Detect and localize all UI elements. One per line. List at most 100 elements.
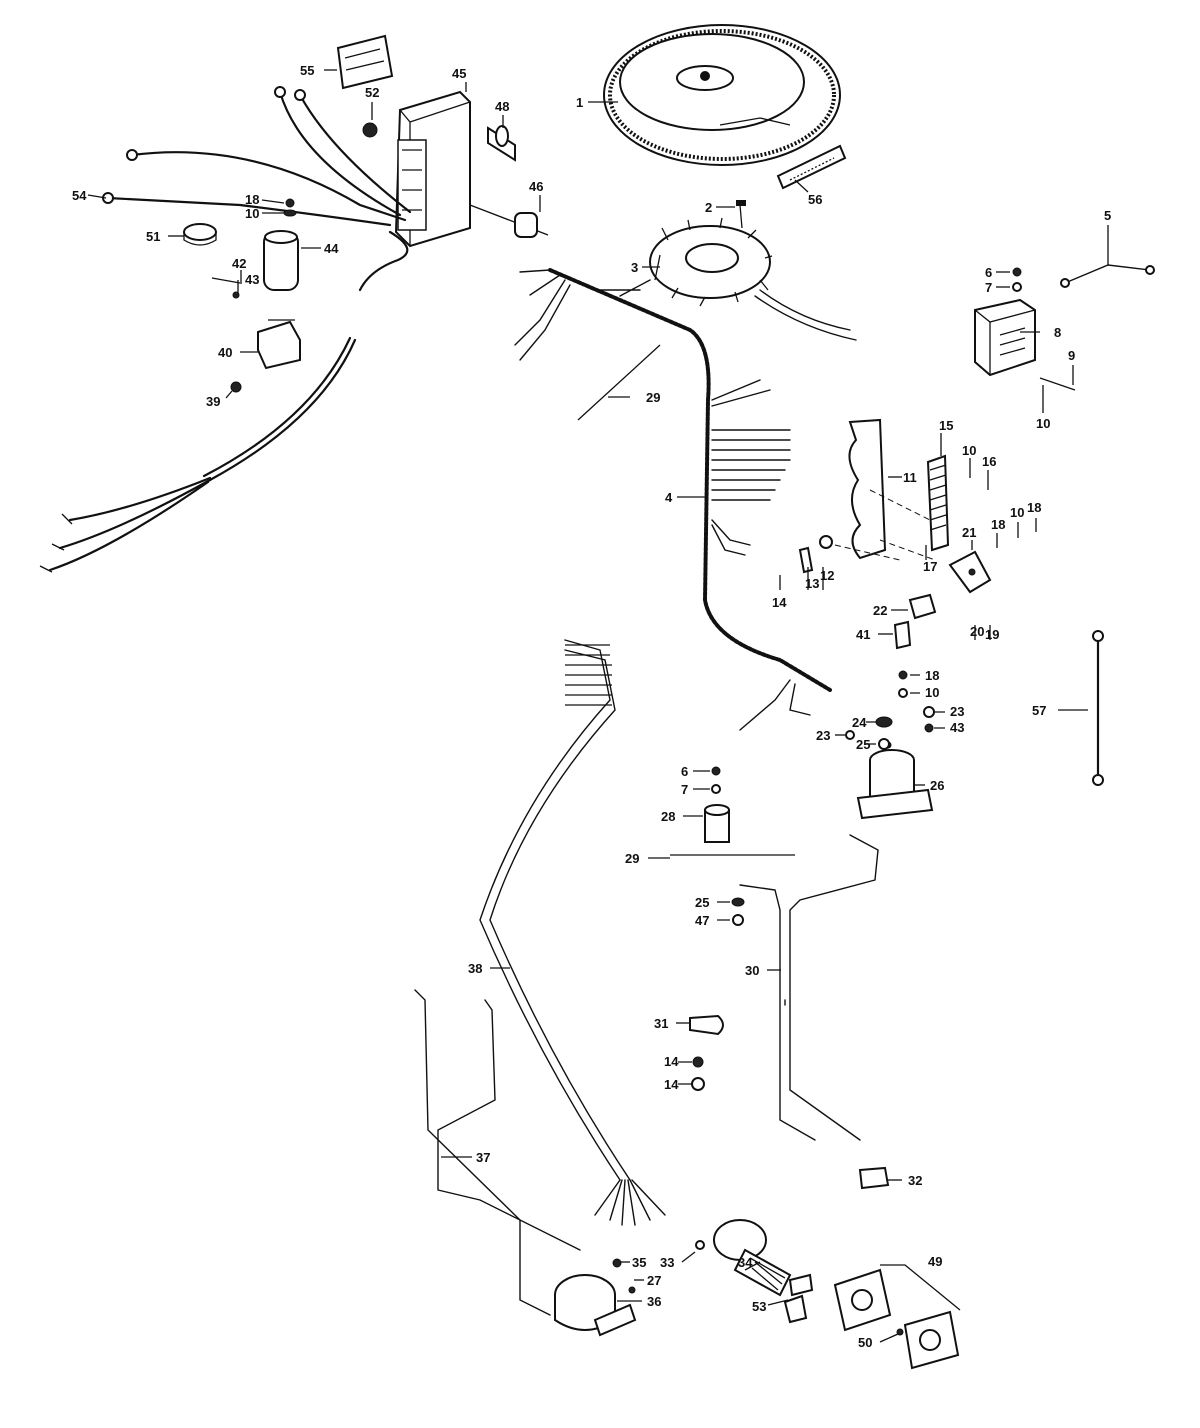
leader-lines — [87, 69, 1109, 1343]
label-16: 16 — [982, 454, 996, 469]
label-14-c: 14 — [664, 1077, 679, 1092]
label-32: 32 — [908, 1173, 922, 1188]
decal-55 — [336, 34, 394, 90]
label-33: 33 — [660, 1255, 674, 1270]
mount-46 — [469, 204, 549, 238]
label-22: 22 — [873, 603, 887, 618]
label-17: 17 — [923, 559, 937, 574]
label-18-b: 18 — [991, 517, 1005, 532]
label-42: 42 — [232, 256, 246, 271]
label-23-a: 23 — [950, 704, 964, 719]
label-3: 3 — [631, 260, 638, 275]
clip-12-13 — [798, 535, 833, 574]
key-53 — [783, 1273, 814, 1324]
stator — [649, 217, 857, 341]
ignition-switch-34 — [695, 1219, 792, 1297]
label-30: 30 — [745, 963, 759, 978]
gauge-36 — [554, 1274, 637, 1337]
plate-49 — [833, 1264, 961, 1370]
label-11: 11 — [903, 470, 917, 485]
wire-bundle-cd — [102, 86, 412, 292]
label-56: 56 — [808, 192, 822, 207]
flywheel — [603, 24, 841, 166]
harness-38 — [479, 639, 666, 1226]
label-21: 21 — [962, 525, 976, 540]
label-52: 52 — [365, 85, 379, 100]
label-25-a: 25 — [856, 737, 870, 752]
nut-52 — [362, 122, 378, 138]
fuse-22 — [908, 593, 937, 620]
wire-5 — [1060, 264, 1155, 288]
band-51 — [183, 223, 217, 246]
wires-37 — [414, 989, 581, 1316]
label-46: 46 — [529, 179, 543, 194]
label-35: 35 — [632, 1255, 646, 1270]
stud-48 — [487, 125, 516, 162]
bracket-11 — [848, 418, 887, 560]
label-50: 50 — [858, 1335, 872, 1350]
screws-14-lower — [691, 1056, 705, 1091]
screw-42-43 — [211, 277, 241, 299]
coil-44 — [263, 198, 299, 291]
label-5: 5 — [1104, 208, 1111, 223]
label-34: 34 — [738, 1255, 753, 1270]
main-harness — [514, 268, 832, 731]
label-10-a: 10 — [245, 206, 259, 221]
label-4: 4 — [665, 490, 673, 505]
label-15: 15 — [939, 418, 953, 433]
label-14-b: 14 — [664, 1054, 679, 1069]
label-10-c: 10 — [962, 443, 976, 458]
label-49: 49 — [928, 1254, 942, 1269]
label-29-lower: 29 — [625, 851, 639, 866]
label-45: 45 — [452, 66, 466, 81]
label-29-upper: 29 — [646, 390, 660, 405]
label-10-d: 10 — [1010, 505, 1024, 520]
label-18-a: 18 — [245, 192, 259, 207]
lead-harness-left — [39, 336, 357, 573]
label-37: 37 — [476, 1150, 490, 1165]
label-47: 47 — [695, 913, 709, 928]
battery-cable-57 — [1092, 630, 1104, 786]
label-27: 27 — [647, 1273, 661, 1288]
label-12: 12 — [820, 568, 834, 583]
label-8: 8 — [1054, 325, 1061, 340]
label-9: 9 — [1068, 348, 1075, 363]
label-10-b: 10 — [1036, 416, 1050, 431]
label-20: 20 — [970, 624, 984, 639]
label-18-d: 18 — [925, 668, 939, 683]
label-14-a: 14 — [772, 595, 787, 610]
wires-30 — [739, 834, 879, 1141]
label-13: 13 — [805, 576, 819, 591]
label-10-e: 10 — [925, 685, 939, 700]
label-25-b: 25 — [695, 895, 709, 910]
label-40: 40 — [218, 345, 232, 360]
label-38: 38 — [468, 961, 482, 976]
label-2: 2 — [705, 200, 712, 215]
label-51: 51 — [146, 229, 160, 244]
small-parts-25-47 — [731, 897, 745, 926]
label-1: 1 — [576, 95, 583, 110]
rectifier — [974, 298, 1076, 391]
spacer-28 — [704, 804, 730, 843]
label-18-c: 18 — [1027, 500, 1041, 515]
cd-module — [394, 90, 471, 248]
dashed-assembly-lines — [834, 489, 936, 561]
clamp-31 — [689, 1014, 724, 1036]
label-36: 36 — [647, 1294, 661, 1309]
washers-6-7-lower — [711, 766, 721, 794]
label-53: 53 — [752, 1299, 766, 1314]
screw-39 — [230, 381, 242, 393]
label-57: 57 — [1032, 703, 1046, 718]
label-23-b: 23 — [816, 728, 830, 743]
washers-6-7-upper — [1012, 267, 1022, 292]
label-7-upper: 7 — [985, 280, 992, 295]
tie-strap-29-upper — [577, 344, 661, 421]
label-39: 39 — [206, 394, 220, 409]
solenoid-26 — [856, 741, 934, 820]
part-32 — [858, 1166, 890, 1190]
label-41-plate — [893, 620, 912, 650]
label-19: 19 — [985, 627, 999, 642]
small-parts-solenoid — [845, 670, 935, 750]
label-26: 26 — [930, 778, 944, 793]
